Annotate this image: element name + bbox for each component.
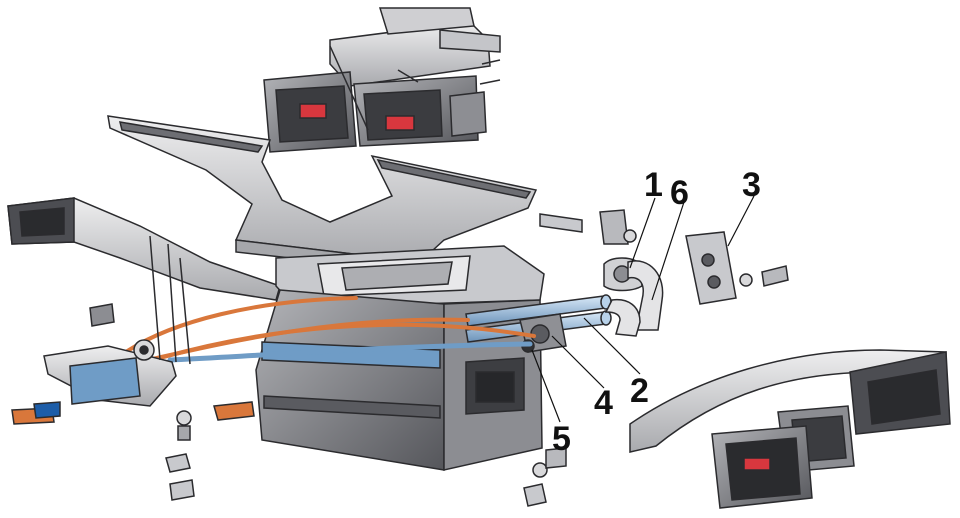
- callout-leaders: [531, 195, 755, 423]
- part-3-cover-plate: [685, 231, 789, 305]
- heater-housing: [255, 245, 545, 471]
- dashboard-vent-block: [263, 7, 501, 153]
- heater-tap: [519, 313, 567, 353]
- callout-label-3: 3: [742, 166, 761, 204]
- side-vent-knob: [743, 457, 771, 471]
- callout-label-4: 4: [594, 384, 613, 422]
- side-vent-duct-right: [629, 349, 951, 509]
- lever-knob-right: [213, 401, 255, 421]
- vent-damper-knob-right: [385, 115, 415, 131]
- heater-control-levers: [11, 235, 255, 425]
- callout-label-1: 1: [644, 166, 663, 204]
- vent-damper-knob-left: [299, 103, 327, 119]
- cable-bracket: [167, 341, 533, 363]
- part-6-hose: [604, 260, 664, 337]
- floor-air-duct-left: [7, 197, 281, 301]
- callout-label-5: 5: [552, 420, 571, 458]
- mounting-hardware: [89, 209, 637, 507]
- callout-label-2: 2: [630, 372, 649, 410]
- callout-label-6: 6: [670, 174, 689, 212]
